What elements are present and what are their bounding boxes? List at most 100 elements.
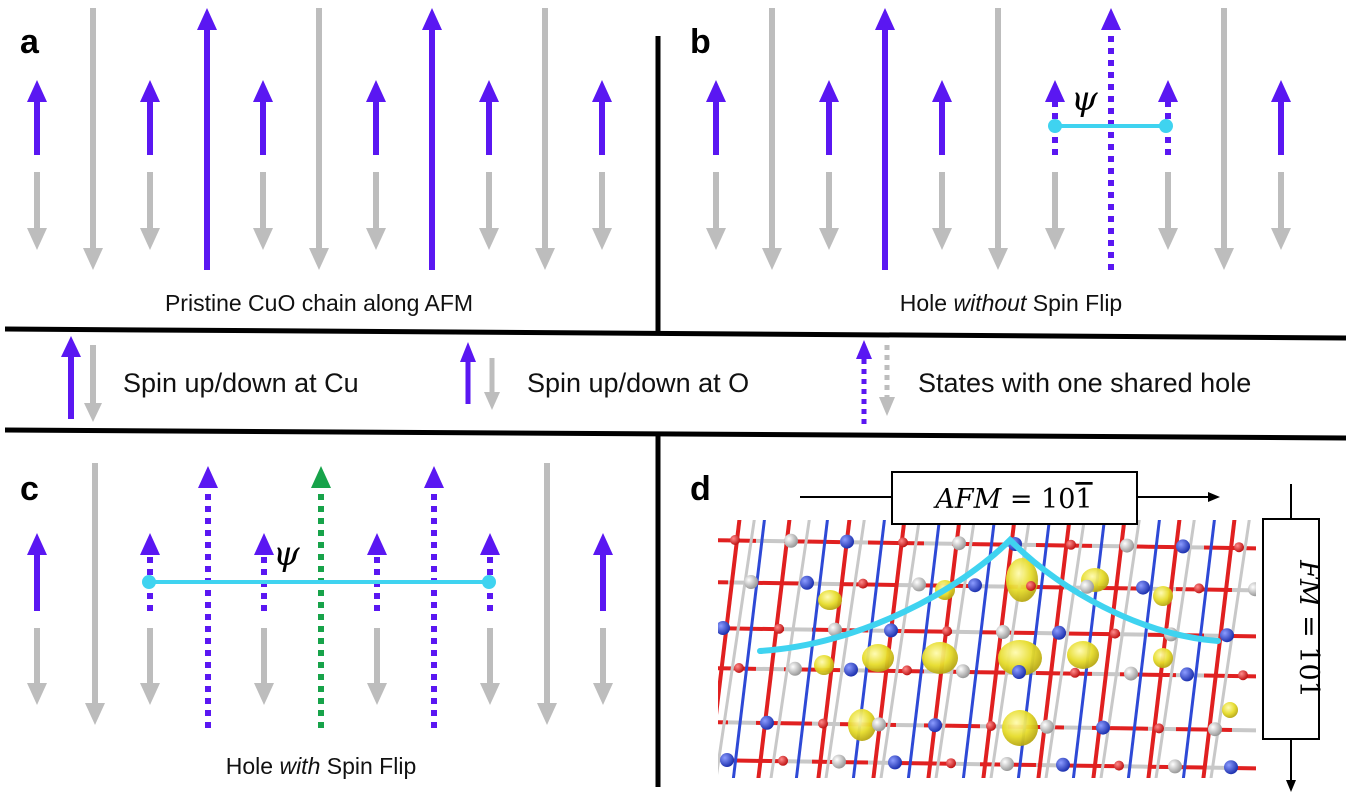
panel-b-caption-post: Spin Flip [1026, 290, 1122, 316]
atom-11 [744, 575, 758, 589]
atom-9 [1176, 539, 1190, 554]
bond-v-127 [718, 520, 742, 716]
legend-shared-label: States with one shared hole [918, 368, 1251, 398]
atom-33 [844, 662, 858, 677]
panel-d: d AFM = 101 FM = 101 [660, 470, 1324, 792]
panel-b-o-up-4 [1045, 80, 1065, 155]
bond-v-133 [1036, 520, 1072, 778]
panel-a-cu-up-2-head [422, 8, 442, 30]
afm-label-eq: = 10 [1001, 484, 1075, 515]
bond-d-155 [1154, 520, 1196, 778]
panel-a-cu-down-3 [535, 8, 555, 270]
panel-b-o-up-2-head [819, 80, 839, 102]
panel-c-o-down-2 [140, 628, 160, 705]
panel-a-letter: a [20, 23, 40, 61]
crystal-structure [660, 515, 1256, 785]
afm-label-italic: AFM [932, 484, 1002, 515]
atom-4 [898, 537, 908, 548]
panel-c-o-down-6 [593, 628, 613, 705]
fm-label-italic: FM [1293, 559, 1324, 608]
panel-b-o-down-3 [932, 172, 952, 250]
panel-a-o-down-3 [253, 172, 273, 250]
panel-a-o-up-4-head [366, 80, 386, 102]
panel-a-cu-down-2 [309, 8, 329, 270]
atom-43 [818, 718, 828, 729]
panel-b-o-up-5-head [1158, 80, 1178, 102]
panel-c-psi-end-right [482, 575, 496, 589]
panel-a-o-up-1 [27, 80, 47, 155]
atom-45 [928, 718, 942, 733]
atom-31 [734, 663, 744, 673]
panel-c-cu-down-2 [537, 463, 557, 725]
panel-c-cu-up-shared-2 [424, 466, 444, 728]
divider-bottom [4, 427, 1347, 441]
atom-7 [1066, 539, 1076, 550]
panel-c-o-up-6-head [593, 533, 613, 555]
atom-52 [778, 755, 788, 766]
crystal-bonds [660, 515, 1256, 785]
bond-v-140 [906, 520, 941, 778]
panel-b-cu-down-3-head [1214, 248, 1234, 270]
atom-54 [888, 755, 902, 770]
panel-b-o-down-2-head [819, 228, 839, 250]
panel-c-o-down-1-head [27, 683, 47, 705]
atom-49 [1154, 723, 1164, 734]
panel-a-o-down-6 [592, 172, 612, 250]
atom-42 [760, 715, 774, 730]
panel-b-o-down-4 [1045, 172, 1065, 250]
fm-label: FM = 101 [1293, 559, 1324, 698]
panel-b-cu-up-1-head [875, 8, 895, 30]
panel-c-o-up-3-head [254, 533, 274, 555]
panel-b-o-up-4-head [1045, 80, 1065, 102]
panel-a-caption: Pristine CuO chain along AFM [165, 290, 473, 316]
panel-a-o-up-2-head [140, 80, 160, 102]
atom-60 [1224, 760, 1238, 775]
panel-b-o-down-1 [706, 172, 726, 250]
bond-v-132 [981, 520, 1017, 778]
panel-c-letter: c [20, 470, 39, 508]
atom-21 [718, 621, 730, 635]
panel-b-cu-down-2-head [988, 248, 1008, 270]
bond-d-146 [660, 515, 700, 785]
atom-57 [1056, 757, 1070, 772]
panel-c-caption-post: Spin Flip [320, 753, 416, 779]
panel-b-o-up-3-head [932, 80, 952, 102]
panel-c-o-down-4 [367, 628, 387, 705]
panel-c-o-up-2 [140, 533, 160, 611]
panel-b-letter: b [690, 23, 711, 61]
bond-d-147 [718, 520, 756, 775]
atom-10 [1234, 542, 1244, 553]
bond-v-138 [794, 520, 829, 778]
panel-b-cu-up-1 [875, 8, 895, 270]
panel-c-o-up-4-head [367, 533, 387, 555]
panel-a-o-up-5-head [479, 80, 499, 102]
panel-d-letter: d [690, 470, 711, 508]
panel-c-o-down-3-head [254, 683, 274, 705]
atom-20 [1248, 582, 1256, 597]
panel-a-cu-down-1-head [83, 248, 103, 270]
panel-c-o-down-1 [27, 628, 47, 705]
bond-d-150 [879, 520, 921, 778]
divider-top [4, 326, 1347, 341]
panel-a-cu-up-1 [197, 8, 217, 270]
atom-13 [858, 578, 868, 589]
atom-28 [1110, 628, 1120, 639]
panel-b-caption-em: without [953, 290, 1027, 316]
panel-c-psi-end-left [142, 575, 156, 589]
panel-c-caption: Hole with Spin Flip [226, 753, 416, 779]
atom-59 [1168, 759, 1182, 774]
bond-v-134 [1091, 520, 1127, 778]
panel-c-o-down-5 [480, 628, 500, 705]
panel-b-cu-up-shared [1101, 8, 1121, 270]
spin-density-blob-14 [1222, 702, 1238, 718]
atom-22 [774, 623, 784, 634]
panel-c-cu-flip-head [311, 466, 331, 488]
atom-30 [1220, 628, 1234, 643]
bond-v-136 [1201, 520, 1237, 778]
panel-a-o-up-1-head [27, 80, 47, 102]
atom-1 [730, 535, 740, 545]
afm-label-box [891, 471, 1138, 525]
panel-c-o-up-3 [254, 533, 274, 611]
panel-b-o-up-1-head [706, 80, 726, 102]
